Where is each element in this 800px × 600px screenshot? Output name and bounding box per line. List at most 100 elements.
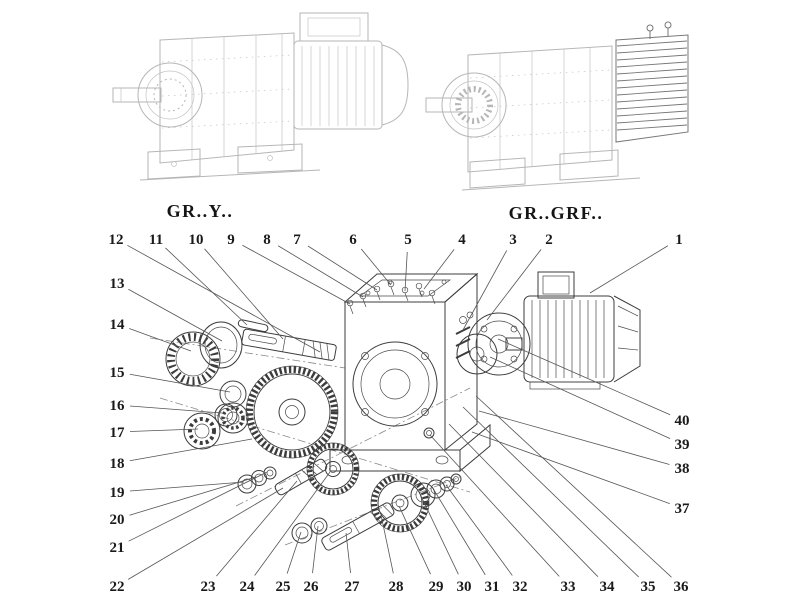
input-spline: [455, 86, 493, 124]
part-number-18: 18: [110, 456, 125, 472]
motor-flange-inner: [475, 320, 523, 368]
leader-line-29: [398, 505, 431, 575]
input-flange-inner: [145, 70, 195, 120]
leader-line-22: [127, 487, 284, 580]
part-number-9: 9: [227, 232, 235, 248]
axis-lines: [149, 337, 471, 546]
pinion-teeth: [312, 340, 330, 361]
leader-line-12: [127, 244, 321, 353]
ball-bearing: [217, 402, 249, 434]
bolt-hole: [361, 408, 369, 416]
mounting-foot: [559, 149, 619, 181]
cover-bolt-hole: [441, 279, 447, 285]
terminal-box: [299, 12, 369, 42]
leader-line-17: [129, 428, 199, 432]
motor-shaft-stub: [505, 337, 523, 351]
stud-washer: [459, 316, 467, 324]
part-number-3: 3: [509, 232, 517, 248]
terminal-box-lid: [307, 17, 361, 37]
leader-line-5: [404, 251, 408, 292]
motor-shaft-bore: [489, 334, 509, 354]
part-number-16: 16: [110, 398, 126, 414]
part-number-39: 39: [675, 437, 690, 453]
part-number-25: 25: [276, 579, 291, 595]
leader-line-32: [445, 484, 513, 576]
leader-line-10: [204, 248, 284, 340]
part-number-27: 27: [345, 579, 361, 595]
adapter-disc: [456, 333, 498, 375]
helical-gear-large: [245, 365, 339, 459]
input-spline: [153, 78, 187, 112]
part-number-33: 33: [561, 579, 576, 595]
input-shaft-part: [241, 328, 337, 361]
leader-line-35: [462, 406, 639, 578]
foot-bolt: [267, 155, 273, 161]
input-flange-inner: [449, 80, 499, 130]
part-number-22: 22: [110, 579, 125, 595]
part-number-30: 30: [457, 579, 472, 595]
bearing-ring: [410, 482, 436, 508]
housing-side-face: [444, 272, 478, 452]
fan-cover: [381, 44, 409, 126]
washer: [263, 466, 277, 480]
fan-cover: [613, 295, 641, 383]
part-number-1: 1: [675, 232, 683, 248]
leader-line-30: [420, 495, 459, 575]
mounting-foot: [237, 143, 303, 174]
part-number-4: 4: [458, 232, 466, 248]
part-number-2: 2: [545, 232, 553, 248]
cover-outline: [615, 34, 689, 143]
input-flange: [441, 72, 507, 138]
part-number-21: 21: [110, 540, 125, 556]
leader-line-19: [129, 481, 245, 492]
cover-bolt-hole: [419, 290, 425, 296]
motor-flange: [467, 312, 531, 376]
leader-line-21: [128, 471, 268, 542]
leader-line-27: [345, 532, 351, 574]
seal-ring: [310, 517, 328, 535]
ball-bearing: [183, 412, 221, 450]
motor-fins: [301, 46, 375, 126]
spacer: [439, 476, 455, 492]
leader-line-36: [475, 395, 672, 578]
base-line: [139, 169, 321, 181]
output-shaft: [321, 502, 395, 551]
bolt-hole: [421, 408, 429, 416]
leader-line-14: [129, 328, 192, 352]
key-slot: [248, 333, 277, 345]
housing-side-foot: [459, 423, 491, 473]
flange-hole: [510, 325, 518, 333]
part-number-13: 13: [110, 276, 125, 292]
part-number-15: 15: [110, 365, 125, 381]
foot-bolt: [171, 161, 177, 167]
part-number-31: 31: [485, 579, 500, 595]
leader-line-33: [429, 434, 560, 577]
leader-line-37: [471, 431, 670, 504]
leader-line-8: [277, 245, 364, 298]
part-number-7: 7: [293, 232, 301, 248]
part-number-5: 5: [404, 232, 412, 248]
part-number-8: 8: [263, 232, 271, 248]
motor-studs: [455, 326, 471, 359]
leader-line-25: [286, 531, 302, 574]
housing-bore: [360, 349, 430, 419]
circlip: [450, 473, 462, 485]
part-number-26: 26: [304, 579, 320, 595]
terminal-box-lid: [542, 275, 570, 295]
assembled-view-gr-y: [112, 12, 409, 181]
part-number-11: 11: [149, 232, 163, 248]
leader-line-38: [478, 410, 670, 465]
leader-line-39: [489, 356, 671, 439]
bolt-hole: [421, 352, 429, 360]
leader-line-20: [129, 476, 257, 516]
shaft-teeth: [369, 504, 394, 523]
shaft-key: [237, 319, 269, 333]
leader-line-6: [360, 248, 392, 286]
exploded-view: [149, 271, 641, 551]
part-number-36: 36: [674, 579, 690, 595]
top-cover: [358, 279, 452, 297]
cover-bolt: [646, 24, 654, 32]
leader-line-34: [448, 423, 599, 577]
